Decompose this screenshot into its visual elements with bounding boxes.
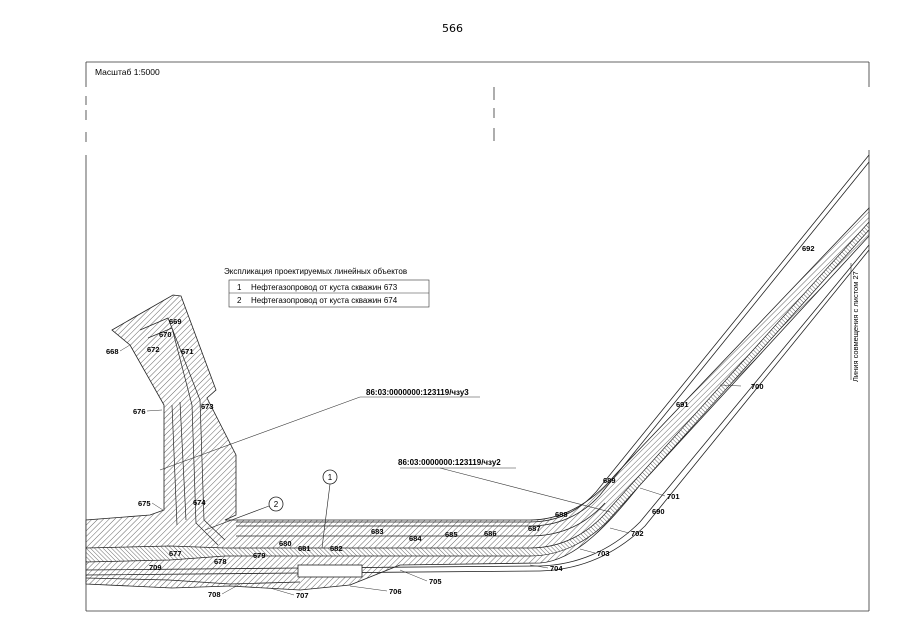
scale-label: Масштаб 1:5000 xyxy=(95,67,160,77)
legend-row-2-text: Нефтегазопровод от куста скважин 674 xyxy=(251,296,398,305)
point-677: 677 xyxy=(169,549,182,558)
point-703: 703 xyxy=(597,549,610,558)
callout-1-label: 1 xyxy=(328,473,333,482)
point-670: 670 xyxy=(159,330,172,339)
point-671: 671 xyxy=(181,347,194,356)
land-plot-corridor xyxy=(85,206,870,591)
cadastral-leaders xyxy=(159,396,611,513)
point-702: 702 xyxy=(631,529,644,538)
pipeline-lines xyxy=(85,154,870,585)
legend-title: Экспликация проектируемых линейных объек… xyxy=(224,267,407,276)
point-676: 676 xyxy=(133,407,146,416)
pipeline-strip-vertical xyxy=(139,317,226,546)
callout-1: 1 xyxy=(321,469,338,549)
legend-box xyxy=(228,279,430,308)
point-701: 701 xyxy=(667,492,680,501)
legend-row-2-num: 2 xyxy=(237,296,242,305)
point-678: 678 xyxy=(214,557,227,566)
point-686: 686 xyxy=(484,529,497,538)
legend: Экспликация проектируемых линейных объек… xyxy=(224,267,430,308)
point-687: 687 xyxy=(528,524,541,533)
point-689: 689 xyxy=(603,476,616,485)
point-leaders xyxy=(119,344,742,596)
point-680: 680 xyxy=(279,539,292,548)
page-number: 566 xyxy=(442,22,463,35)
point-707: 707 xyxy=(296,591,309,600)
point-706: 706 xyxy=(389,587,402,596)
point-labels: 668 669 670 671 672 673 674 675 676 677 … xyxy=(106,244,815,600)
point-681: 681 xyxy=(298,544,311,553)
point-688: 688 xyxy=(555,510,568,519)
point-709: 709 xyxy=(149,563,162,572)
point-682: 682 xyxy=(330,544,343,553)
callout-2-label: 2 xyxy=(274,500,279,509)
point-708: 708 xyxy=(208,590,221,599)
point-684: 684 xyxy=(409,534,422,543)
point-705: 705 xyxy=(429,577,442,586)
pipeline-strip-main xyxy=(85,221,870,563)
point-673: 673 xyxy=(201,402,214,411)
point-668: 668 xyxy=(106,347,119,356)
point-700: 700 xyxy=(751,382,764,391)
point-692: 692 xyxy=(802,244,815,253)
point-675: 675 xyxy=(138,499,151,508)
cadastral-label-chzu3: 86:03:0000000:123119/чзу3 xyxy=(366,388,469,397)
legend-row-1-num: 1 xyxy=(237,283,242,292)
point-690: 690 xyxy=(652,507,665,516)
point-674: 674 xyxy=(193,498,206,507)
side-note: Линия совмещения с листом 27 xyxy=(851,271,860,382)
point-669: 669 xyxy=(169,317,182,326)
point-672: 672 xyxy=(147,345,160,354)
legend-row-1-text: Нефтегазопровод от куста скважин 673 xyxy=(251,283,398,292)
point-704: 704 xyxy=(550,564,563,573)
point-685: 685 xyxy=(445,530,458,539)
cadastral-label-chzu2: 86:03:0000000:123119/чзу2 xyxy=(398,458,501,467)
point-691: 691 xyxy=(676,400,689,409)
callout-2: 2 xyxy=(204,496,284,531)
point-679: 679 xyxy=(253,551,266,560)
point-683: 683 xyxy=(371,527,384,536)
site-box xyxy=(297,564,363,578)
